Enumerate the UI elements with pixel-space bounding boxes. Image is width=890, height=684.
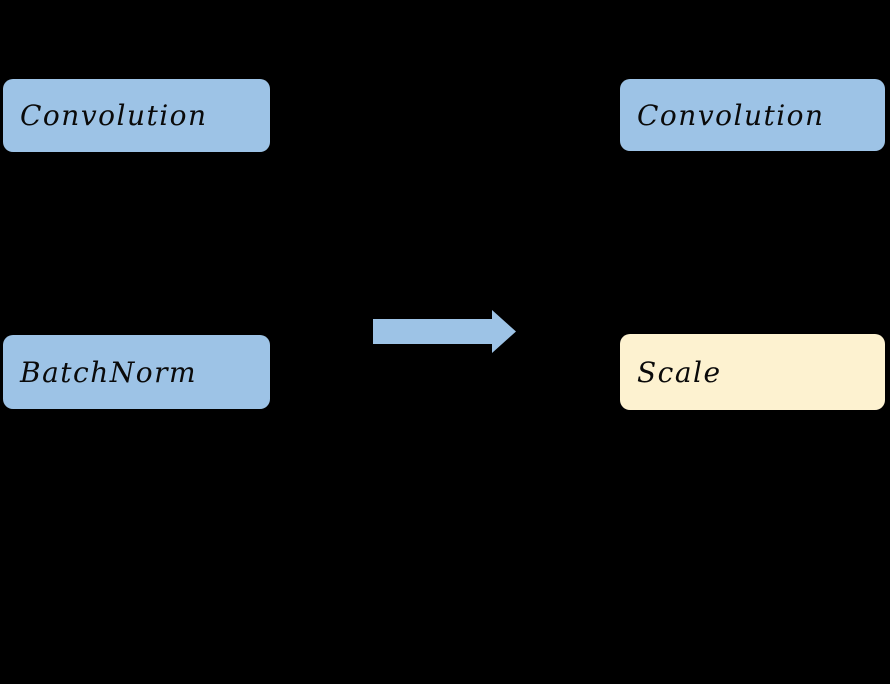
right-arrow-icon (373, 310, 516, 353)
node-convolution-right: Convolution (620, 79, 885, 151)
node-scale-label: Scale (637, 355, 722, 389)
transform-right-arrow-icon (370, 307, 520, 357)
node-convolution-right-label: Convolution (637, 98, 825, 132)
node-convolution-left: Convolution (3, 79, 270, 152)
node-batchnorm: BatchNorm (3, 335, 270, 409)
right-arrow-shape (373, 310, 516, 353)
node-batchnorm-label: BatchNorm (20, 355, 198, 389)
node-convolution-left-label: Convolution (20, 99, 208, 132)
node-scale: Scale (620, 334, 885, 410)
